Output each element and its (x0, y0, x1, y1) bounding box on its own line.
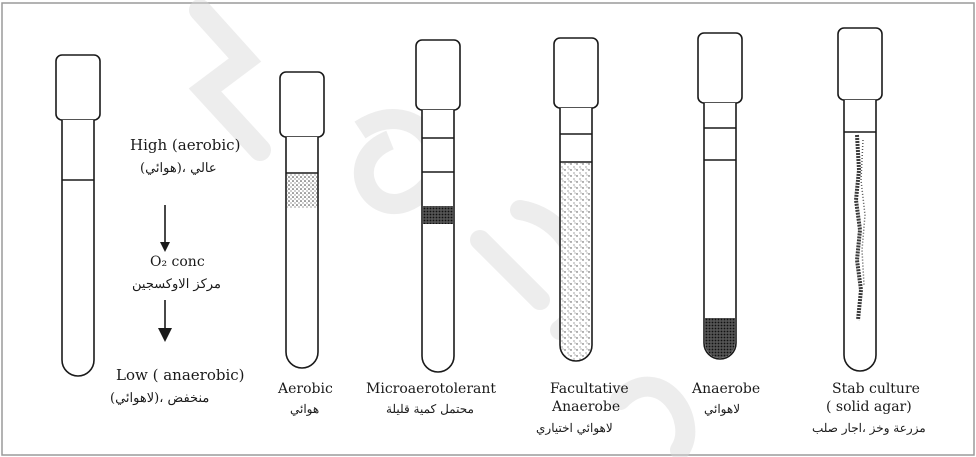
tube-anaerobe (698, 33, 742, 359)
gradient-arrowhead-upper (160, 242, 170, 252)
low-label: Low ( anaerobic) (116, 366, 245, 384)
label-stab-culture-line2: ( solid agar) (826, 399, 912, 415)
growth-band (287, 174, 317, 208)
o2-label: O₂ conc (150, 254, 205, 270)
tube-body (422, 110, 454, 372)
growth-bottom (705, 318, 735, 358)
tube-cap (280, 72, 324, 137)
tube-cap (838, 28, 882, 100)
low-label-arabic: (لاهوائي)، منخفض (110, 391, 209, 406)
tube-cap (698, 33, 742, 103)
gradient-arrowhead-lower (158, 328, 172, 342)
label-aerobic: Aerobic (277, 381, 333, 397)
tube-cap (554, 38, 598, 108)
label-stab-culture-arabic: مزرعة وخز ،اجار صلب (812, 421, 926, 435)
tube-body (62, 120, 94, 376)
reference-tube (56, 55, 100, 376)
o2-label-arabic: مركز الاوكسجين (132, 277, 221, 292)
label-stab-culture: Stab culture (832, 381, 920, 397)
tube-cap (56, 55, 100, 120)
tube-stab-culture (838, 28, 882, 371)
growth-band (423, 206, 453, 224)
oxygen-gradient-annotation: High (aerobic) (هوائي)، عالي O₂ conc مرك… (110, 136, 245, 406)
tube-aerobic (280, 72, 324, 368)
high-label-arabic: (هوائي)، عالي (140, 161, 217, 176)
label-aerobic-arabic: هوائي (290, 402, 319, 416)
label-microaerotolerant-arabic: محتمل كمية قليلة (386, 402, 474, 416)
growth-throughout (561, 163, 591, 360)
high-label: High (aerobic) (130, 136, 240, 154)
label-facultative-arabic: لاهوائي اختياري (536, 421, 613, 435)
tube-body (286, 137, 318, 368)
label-microaerotolerant: Microaerotolerant (366, 381, 496, 397)
label-facultative-line2: Anaerobe (551, 399, 620, 415)
label-facultative: Facultative (550, 381, 629, 397)
tube-facultative-anaerobe (554, 38, 598, 361)
tube-cap (416, 40, 460, 110)
label-anaerobe-arabic: لاهوائي (704, 402, 740, 416)
label-anaerobe: Anaerobe (691, 381, 760, 397)
tube-microaerotolerant (416, 40, 460, 372)
